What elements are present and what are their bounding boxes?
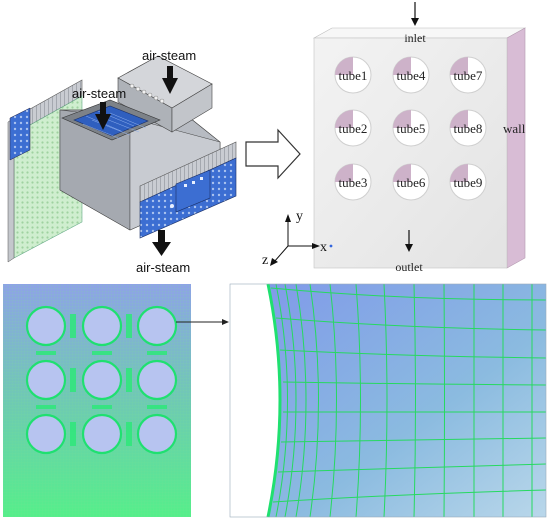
inlet-label: inlet xyxy=(404,31,426,45)
tube-label: tube1 xyxy=(339,68,368,83)
coordinate-axes: y x z xyxy=(262,209,333,268)
outlet-label: outlet xyxy=(395,260,423,274)
tube-label: tube5 xyxy=(397,121,426,136)
airsteam-label-top-right: air-steam xyxy=(142,48,196,63)
tube-label: tube8 xyxy=(454,121,483,136)
axis-y-label: y xyxy=(296,209,303,224)
tube-hole xyxy=(392,163,430,201)
airsteam-arrow-bottom xyxy=(152,230,171,256)
tube-label: tube6 xyxy=(397,175,426,190)
mesh-overview xyxy=(3,284,229,517)
tube-label: tube9 xyxy=(454,175,483,190)
axis-z-label: z xyxy=(262,253,268,268)
computational-domain-block: tube1 tube4 tube7 tube2 tube5 tube8 tube… xyxy=(312,2,527,274)
tube-hole xyxy=(449,56,487,94)
airsteam-arrow-top-left xyxy=(95,102,111,130)
tube-hole xyxy=(334,56,372,94)
airsteam-arrow-top-right xyxy=(162,66,178,94)
tube-label: tube2 xyxy=(339,121,368,136)
tube-hole xyxy=(334,109,372,147)
tube-hole xyxy=(334,163,372,201)
condenser-illustration: air-steam air-steam air-steam xyxy=(7,48,237,275)
tube-label: tube7 xyxy=(454,68,483,83)
airsteam-label-top-left: air-steam xyxy=(72,86,126,101)
tube-hole xyxy=(392,56,430,94)
tube-holes xyxy=(334,56,487,201)
hollow-arrow-icon xyxy=(245,128,301,180)
tube-hole xyxy=(392,109,430,147)
tube-label: tube4 xyxy=(397,68,426,83)
side-wall-face xyxy=(506,27,526,269)
airsteam-label-bottom: air-steam xyxy=(136,260,190,275)
axis-x-label: x xyxy=(320,240,327,255)
tube-hole xyxy=(449,163,487,201)
mesh-zoom-detail xyxy=(229,283,547,518)
tube-hole xyxy=(449,109,487,147)
tube-label: tube3 xyxy=(339,175,368,190)
wall-label: wall xyxy=(503,121,526,136)
